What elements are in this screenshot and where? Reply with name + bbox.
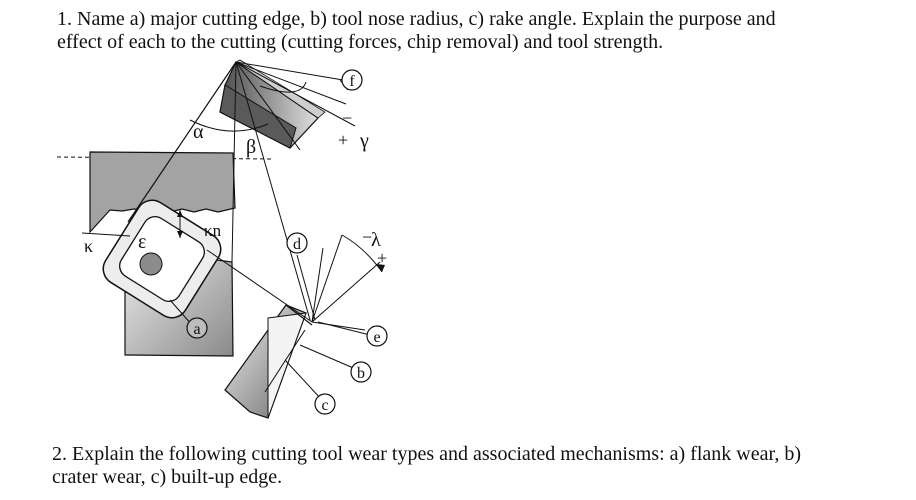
reference-line-kappa <box>81 232 131 237</box>
label-beta: β <box>246 136 256 158</box>
svg-text:a: a <box>193 321 200 338</box>
label-minus-lambda: − <box>362 227 372 247</box>
question-1-line-2: effect of each to the cutting (cutting f… <box>57 31 664 53</box>
label-minus-gamma: − <box>342 108 352 128</box>
question-2-line-2: crater wear, c) built-up edge. <box>52 466 283 488</box>
svg-text:f: f <box>349 73 355 90</box>
svg-text:e: e <box>373 329 380 346</box>
label-alpha: α <box>193 121 204 143</box>
callout-b: b <box>350 361 372 383</box>
callout-a: a <box>186 317 208 339</box>
callout-e: e <box>366 325 388 347</box>
inclination-section <box>206 234 385 419</box>
question-2-line-1: 2. Explain the following cutting tool we… <box>52 443 801 465</box>
label-lambda: λ <box>371 229 381 251</box>
svg-text:d: d <box>293 236 301 253</box>
label-plus-lambda: + <box>377 248 387 268</box>
callout-c: c <box>314 393 336 415</box>
callout-d: d <box>286 232 308 254</box>
label-kappa: κ <box>84 236 93 256</box>
rake-angle-section <box>189 59 356 151</box>
tool-axis-line <box>127 61 237 223</box>
label-kappa-n: κn <box>204 221 222 240</box>
callout-f: f <box>341 69 363 91</box>
question-1: 1. Name a) major cutting edge, b) tool n… <box>57 8 897 54</box>
tool-insert <box>102 199 222 319</box>
label-gamma: γ <box>359 130 369 152</box>
label-plus-gamma: + <box>338 130 348 150</box>
label-epsilon: ε <box>138 231 146 253</box>
question-1-line-1: 1. Name a) major cutting edge, b) tool n… <box>57 8 776 30</box>
svg-text:b: b <box>357 365 365 382</box>
svg-text:c: c <box>321 397 328 414</box>
question-2: 2. Explain the following cutting tool we… <box>52 443 902 489</box>
